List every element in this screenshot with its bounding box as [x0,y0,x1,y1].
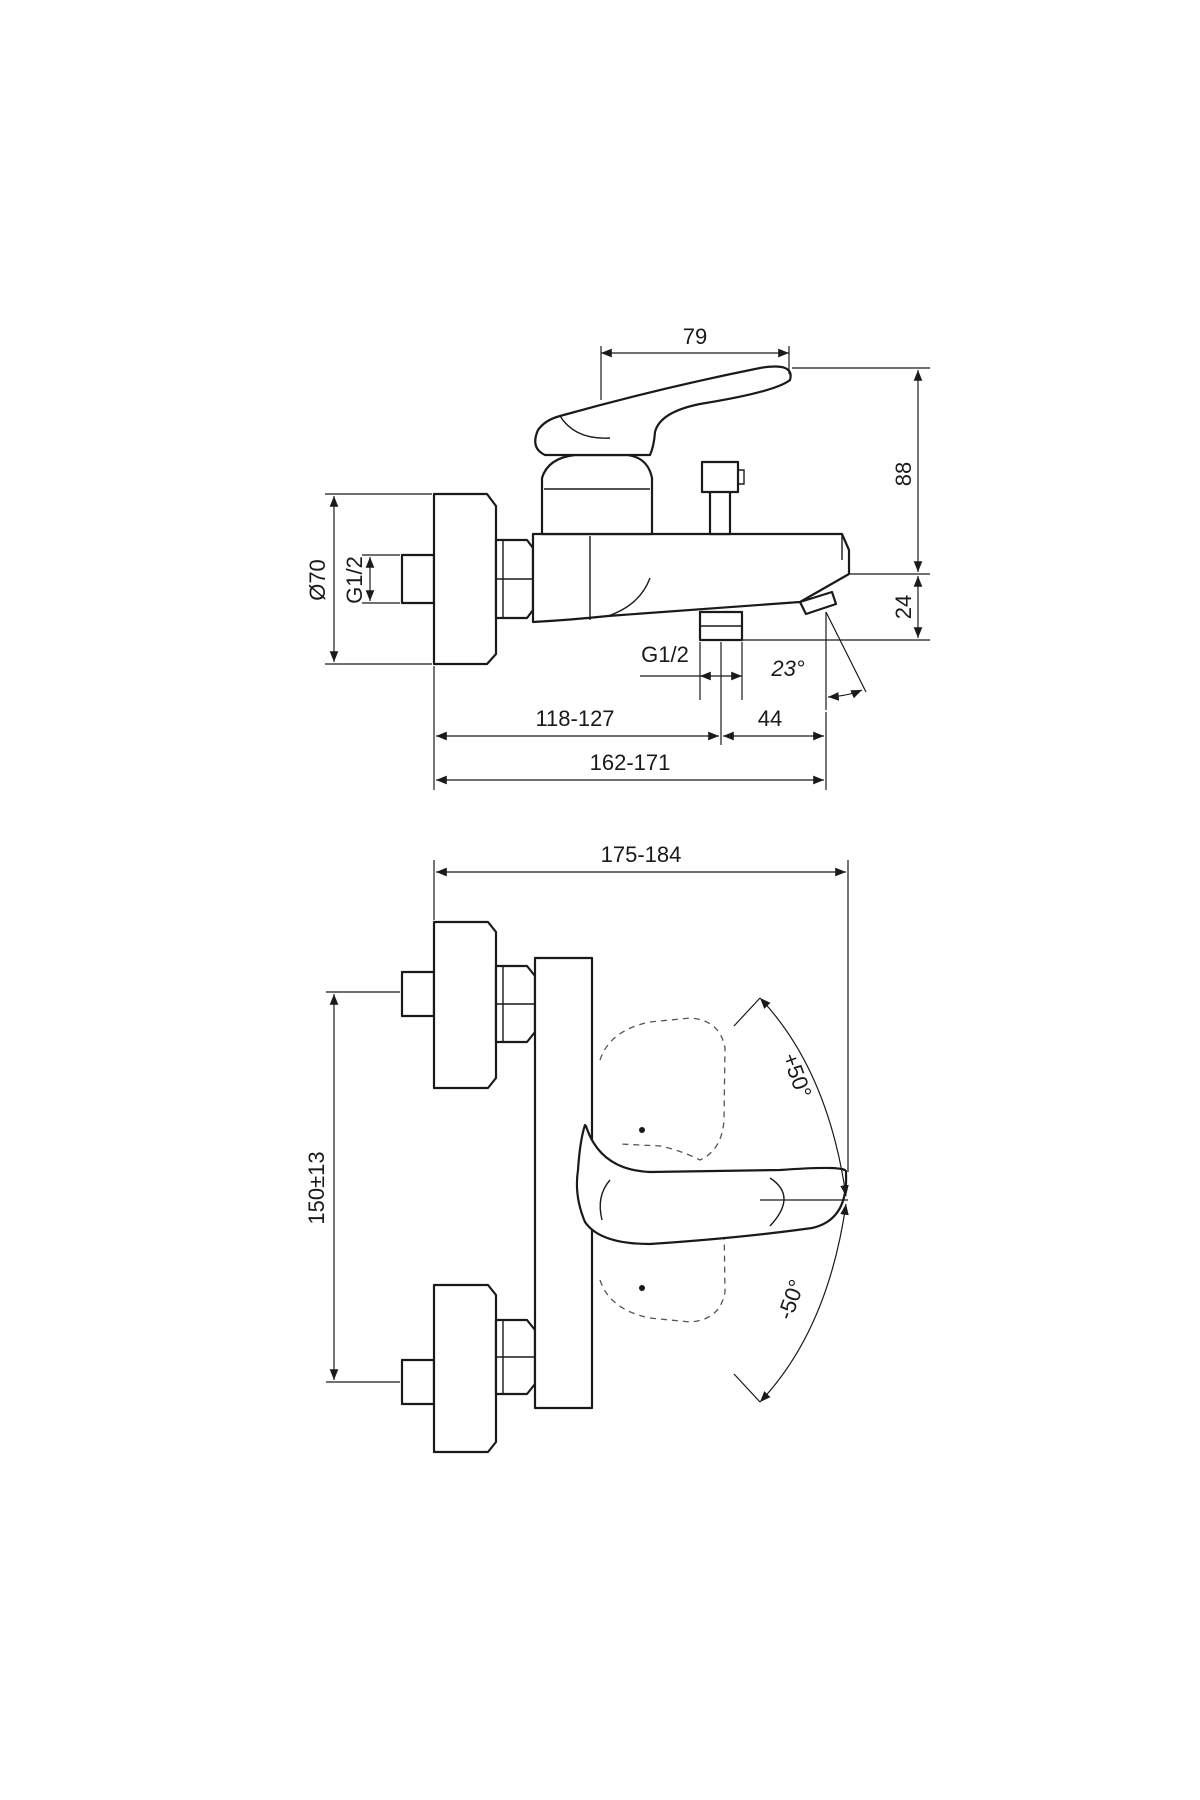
top-upper-hex-nut [494,964,537,1044]
side-spout-tip [798,590,838,616]
dim-spout-drop: 24 [891,595,916,619]
dim-rosette-diameter: Ø70 [305,559,330,601]
dim-total-height: 88 [891,462,916,486]
side-lever-handle [534,365,792,457]
dim-rotation-minus-arc [759,1203,849,1403]
dim-spout-angle: 23° [770,656,804,681]
dim-rotation-plus-arc [759,997,849,1197]
top-upper-rosette [432,920,498,1090]
top-upper-inlet-pipe [400,970,436,1018]
dim-outlet-to-spout: 44 [758,706,782,731]
side-mixer-body [531,532,851,624]
side-cartridge-housing [540,453,654,536]
side-rosette [432,492,498,666]
dim-wall-to-outlet: 118-127 [535,706,614,731]
lever-pivot-mark-bottom [639,1285,645,1291]
top-lower-inlet-pipe [400,1358,436,1406]
side-diverter-knob [700,460,745,536]
dim-total-depth: 175-184 [601,842,682,867]
top-lower-rosette [432,1283,498,1454]
top-lower-hex-nut [494,1318,537,1396]
dim-spout-angle-arc [827,689,863,701]
side-hex-nut [494,538,535,620]
lever-pivot-mark-top [639,1127,645,1133]
dim-rotation-minus: -50° [772,1276,809,1323]
dim-inlet-thread: G1/2 [342,556,367,604]
side-view: 79 88 24 Ø70 G1/2 G1/2 23° [305,324,930,790]
top-mixer-body [533,956,594,1410]
lever-position-plus50 [599,1017,726,1161]
side-outlet-connector [698,610,744,642]
dim-rotation-plus: +50° [777,1049,816,1101]
dim-outlet-thread: G1/2 [641,642,689,667]
dim-centre-distance: 150±13 [304,1151,329,1224]
dim-wall-to-spout: 162-171 [590,750,671,775]
dim-lever-width: 79 [683,324,707,349]
top-lever-handle [575,1123,848,1246]
top-view: 175-184 150±13 +50° -50° [304,842,849,1454]
side-inlet-pipe [400,553,436,605]
